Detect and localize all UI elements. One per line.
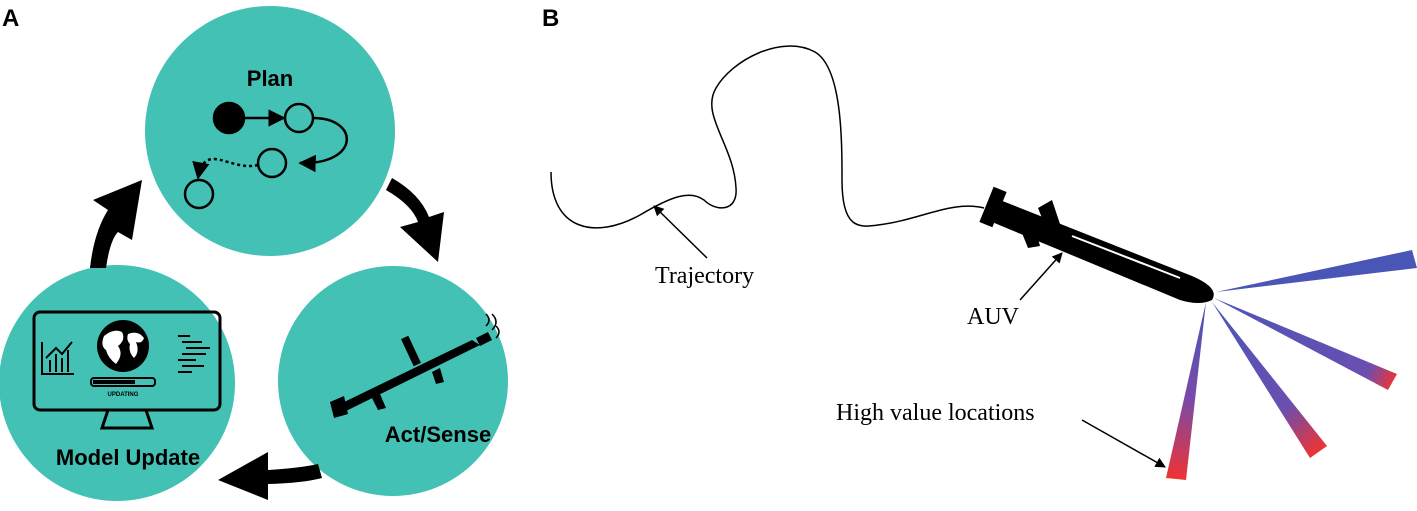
updating-status: UPDATING bbox=[108, 392, 139, 398]
arrow-model-to-plan bbox=[90, 180, 142, 268]
sensor-beam-3 bbox=[1212, 302, 1327, 458]
auv-vehicle bbox=[979, 186, 1214, 303]
auv-silhouette-icon bbox=[330, 332, 492, 418]
sonar-ping-icon bbox=[485, 313, 500, 339]
auv-pointer bbox=[1019, 252, 1063, 301]
arrow-act-to-model bbox=[218, 452, 322, 500]
sensor-beam-4 bbox=[1166, 302, 1206, 480]
plan-label: Plan bbox=[247, 66, 293, 91]
trajectory-label: Trajectory bbox=[655, 263, 754, 289]
high-value-label: High value locations bbox=[836, 400, 1035, 426]
progress-bar-icon bbox=[90, 377, 156, 387]
high-value-pointer bbox=[1081, 419, 1166, 468]
trajectory-path bbox=[550, 45, 985, 229]
monitor-icon bbox=[32, 310, 222, 430]
sensor-beam-2 bbox=[1214, 298, 1397, 390]
trajectory-pointer bbox=[653, 205, 708, 259]
act-sense-label: Act/Sense bbox=[385, 422, 491, 447]
auv-highlight bbox=[1071, 235, 1181, 279]
globe-icon bbox=[97, 320, 149, 372]
code-lines-icon bbox=[178, 335, 210, 373]
sensor-beam-1 bbox=[1216, 250, 1417, 292]
auv-label: AUV bbox=[967, 304, 1020, 330]
plan-circle bbox=[145, 6, 395, 256]
bar-chart-icon bbox=[41, 341, 74, 375]
plan-graph-icon bbox=[183, 101, 349, 210]
model-update-label: Model Update bbox=[56, 445, 200, 470]
cycle-arrows bbox=[90, 178, 444, 500]
arrow-plan-to-act bbox=[386, 178, 444, 262]
panel-letter-a: A bbox=[2, 5, 19, 32]
panel-letter-b: B bbox=[542, 5, 559, 32]
